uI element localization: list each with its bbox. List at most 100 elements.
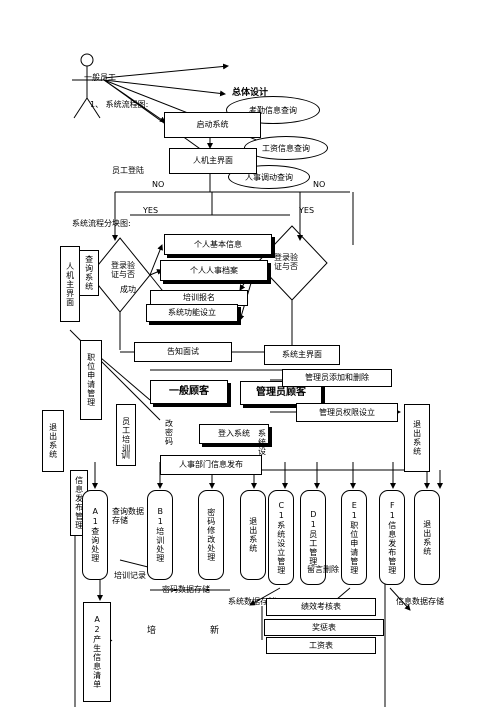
module-b1-code: B1	[155, 507, 165, 527]
module-a2: A2产生信息清单	[83, 602, 111, 702]
page-title: 总体设计	[232, 88, 269, 98]
module-c1: C1系统设立管理	[268, 490, 294, 585]
fragment-system-design: 系统设	[258, 429, 266, 456]
module-b1-name: 培训处理	[155, 527, 165, 563]
login-system-label: 登入系统	[218, 429, 250, 439]
exit-system-right-column: 退出系统	[404, 404, 430, 472]
exit-system-left-column: 退出系统	[42, 410, 64, 472]
module-a1: A1查询处理	[82, 490, 108, 580]
personal-file-box: 个人人事档案	[160, 260, 268, 281]
message-delete-label: 留言删除	[307, 565, 339, 574]
module-password: 密码修改处理	[198, 490, 224, 580]
query-data-store-label: 查询数据存储	[112, 507, 144, 525]
query-system-column: 查询系统	[79, 250, 99, 296]
fragment-xin: 新	[210, 626, 220, 636]
func-setting-box: 系统功能设立	[146, 304, 238, 322]
start-system-box: 启动系统	[164, 112, 261, 138]
admin-add-delete-label: 管理员添加和删除	[305, 373, 369, 383]
module-a2-name: 产生信息清单	[92, 635, 102, 689]
training-signup-label: 培训报名	[183, 293, 215, 303]
salary-table-label: 工资表	[309, 640, 333, 650]
module-a1-code: A1	[90, 507, 100, 527]
admin-customer-box: 管理员顾客	[240, 381, 322, 405]
position-apply-column-label: 职位申请管理	[86, 353, 96, 407]
ordinary-customer-label: 一般顾客	[169, 386, 209, 398]
module-d1-code: D1	[308, 509, 318, 530]
reward-table-label: 奖惩表	[312, 622, 336, 632]
training-record-label: 培训记录	[114, 571, 146, 580]
human-main-ui-column: 人机主界面	[60, 246, 80, 322]
hr-publish-label: 人事部门信息发布	[179, 460, 243, 470]
performance-table-box: 绩效考核表	[266, 598, 376, 616]
admin-permission-label: 管理员权限设立	[319, 407, 375, 417]
notice-exam-box: 告知面试	[134, 342, 232, 362]
training-manage-column: 员工培训	[116, 404, 136, 466]
transfer-query-label: 人事调动查询	[245, 172, 293, 182]
query-system-column-label: 查询系统	[84, 255, 94, 291]
no-label-right: NO	[313, 180, 326, 189]
module-f1: F1信息发布管理	[379, 490, 405, 585]
module-d1-name: 员工管理	[308, 529, 318, 566]
system-data-store-label: 系统数据存储	[228, 597, 276, 606]
success-label: 成功	[120, 285, 136, 294]
verify-left-label: 登录验证与否	[111, 261, 135, 279]
module-password-name: 密码修改处理	[206, 508, 216, 562]
info-publish-manage-column-label: 信息发布管理	[74, 476, 84, 530]
login-label: 员工登陆	[112, 166, 144, 175]
module-f1-name: 信息发布管理	[387, 520, 397, 575]
exit-system-left-column-label: 退出系统	[48, 423, 58, 459]
module-c1-name: 系统设立管理	[276, 520, 286, 575]
admin-customer-label: 管理员顾客	[256, 387, 306, 399]
actor-label: 一般员工	[84, 73, 116, 82]
salary-table-box: 工资表	[266, 637, 376, 654]
module-f1-code: F1	[387, 500, 397, 521]
salary-query-label: 工资信息查询	[262, 143, 310, 153]
personal-info-label: 个人基本信息	[194, 239, 242, 249]
module-exit-left-name: 退出系统	[248, 517, 258, 553]
info-data-store-label: 信息数据存储	[396, 597, 444, 606]
func-setting-label: 系统功能设立	[168, 308, 216, 318]
human-main-ui-column-label: 人机主界面	[65, 261, 75, 307]
module-d1: D1员工管理	[300, 490, 326, 585]
flow-section-label: 1、 系统流程图:	[90, 100, 149, 109]
branch-section-label: 系统流程分块图:	[72, 219, 131, 228]
module-e1: E1职位申请管理	[341, 490, 367, 585]
fragment-pei: 培	[147, 626, 157, 636]
start-system-label: 启动系统	[196, 120, 229, 130]
personal-file-label: 个人人事档案	[190, 265, 238, 275]
ordinary-customer-box: 一般顾客	[150, 380, 228, 404]
module-b1: B1培训处理	[147, 490, 173, 580]
attendance-query-label: 考勤信息查询	[249, 105, 297, 115]
system-main-label: 系统主界面	[282, 350, 322, 360]
module-exit-right-name: 退出系统	[422, 519, 432, 556]
position-apply-column: 职位申请管理	[80, 340, 102, 420]
salary-query-ellipse: 工资信息查询	[244, 136, 328, 160]
module-a1-name: 查询处理	[90, 527, 100, 563]
verify-right-label: 登录验证与否	[274, 253, 298, 271]
login-system-box: 登入系统	[199, 424, 269, 444]
notice-exam-label: 告知面试	[167, 347, 199, 357]
hr-publish-box: 人事部门信息发布	[160, 455, 262, 475]
exit-system-right-column-label: 退出系统	[412, 420, 422, 456]
admin-add-delete-box: 管理员添加和删除	[282, 369, 392, 387]
performance-table-label: 绩效考核表	[301, 602, 341, 612]
system-main-box: 系统主界面	[264, 345, 340, 365]
admin-permission-box: 管理员权限设立	[296, 403, 398, 422]
module-e1-name: 职位申请管理	[349, 520, 359, 575]
yes-label-left: YES	[143, 206, 159, 215]
training-manage-column-label: 员工培训	[121, 417, 131, 453]
fragment-change-password: 改密码	[165, 419, 173, 446]
main-ui-label: 人机主界面	[193, 156, 233, 166]
module-exit-left: 退出系统	[240, 490, 266, 580]
module-e1-code: E1	[349, 500, 359, 521]
personal-info-box: 个人基本信息	[164, 234, 272, 255]
yes-label-right: YES	[299, 206, 315, 215]
fragment-xun: 训	[121, 451, 131, 461]
module-c1-code: C1	[276, 500, 286, 521]
module-a2-code: A2	[92, 615, 102, 635]
main-ui-box: 人机主界面	[169, 148, 257, 174]
password-data-store-label: 密码数据存储	[162, 585, 210, 594]
reward-table-box: 奖惩表	[264, 619, 384, 636]
no-label-left: NO	[152, 180, 165, 189]
